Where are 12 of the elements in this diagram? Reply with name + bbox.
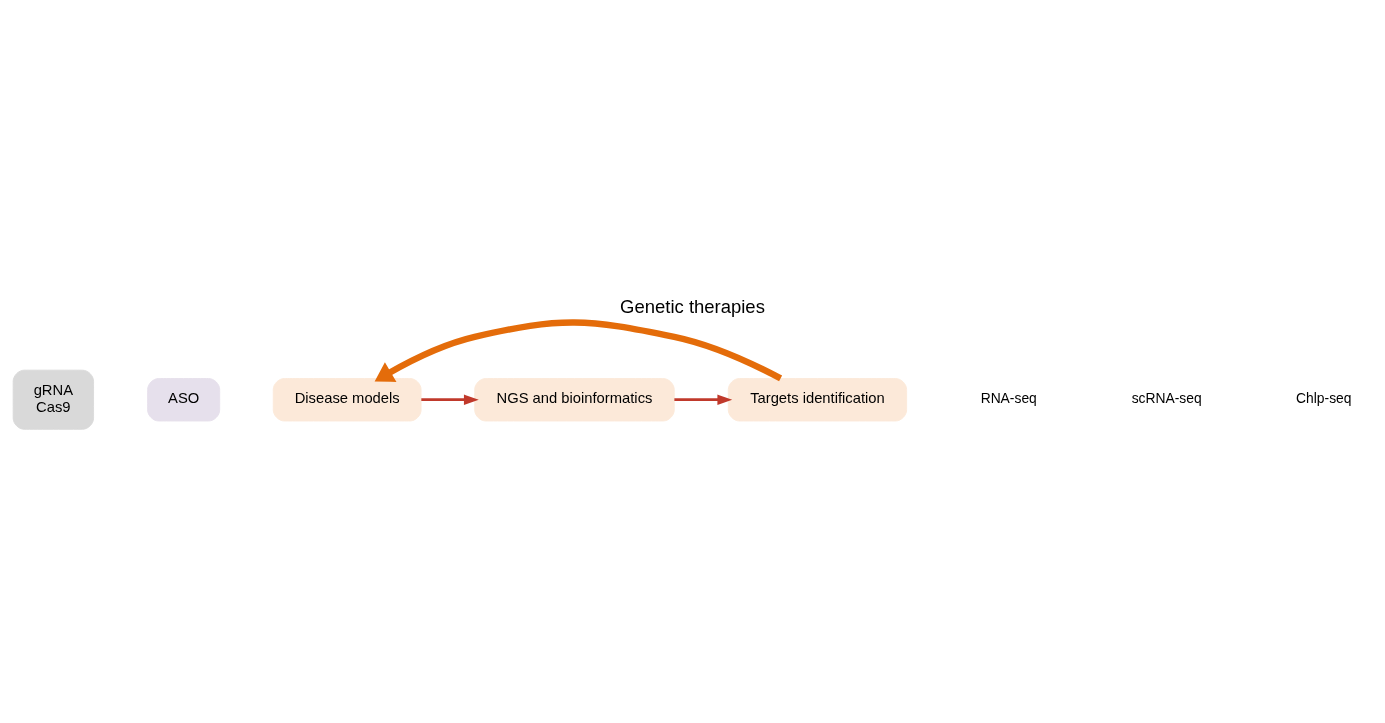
label: RNA-seq (980, 389, 1037, 406)
label: Chlp-seq (1296, 389, 1352, 406)
diagram-title: Genetic therapies (620, 295, 765, 317)
node-box: NGS and bioinformatics (474, 377, 675, 421)
node-box: Targets identification (727, 377, 908, 421)
arrow (421, 394, 479, 405)
arrow (374, 318, 783, 382)
label: scRNA-seq (1131, 389, 1202, 406)
node-box: Disease models (272, 377, 422, 421)
arrow (674, 394, 733, 405)
node-box: ASO (147, 377, 221, 421)
node-box: gRNA Cas9 (12, 369, 94, 430)
